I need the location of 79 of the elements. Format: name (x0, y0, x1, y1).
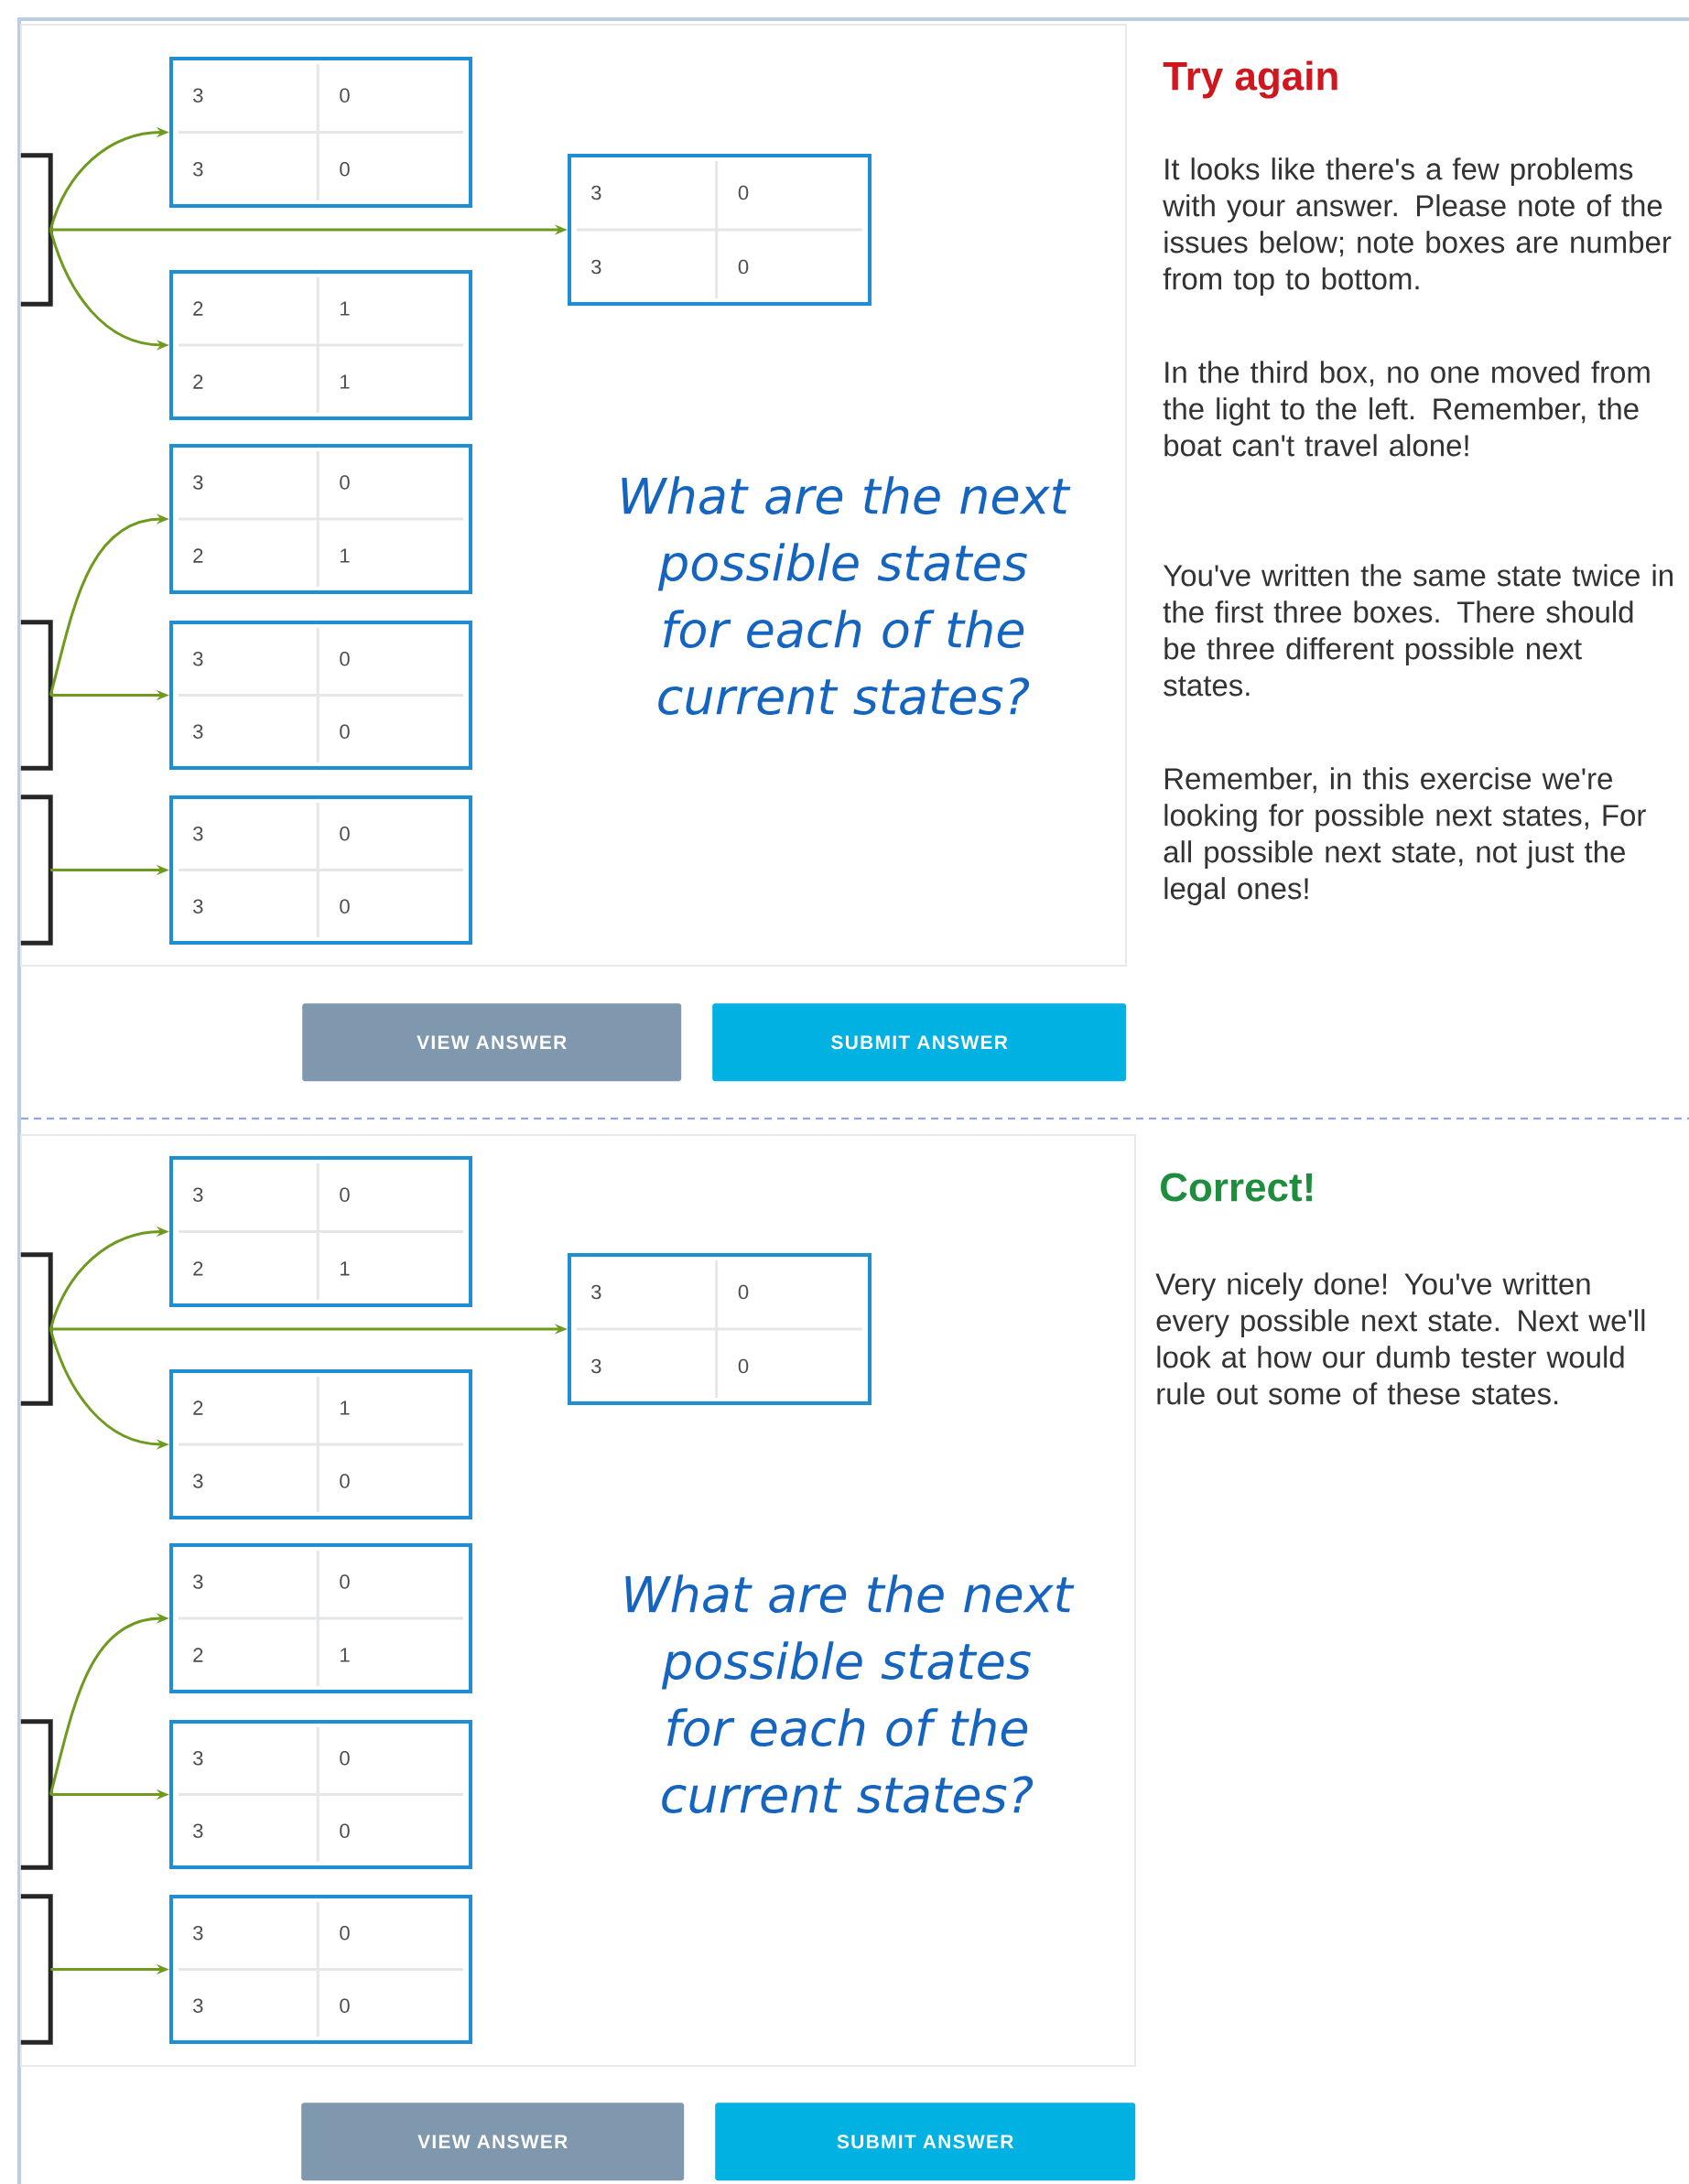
state-table (169, 270, 472, 420)
question-text: What are the next possible states for each of the current states? (622, 476, 1071, 715)
heading: Try again (1163, 60, 1337, 99)
cell-value: 3 (591, 185, 601, 200)
cell-value: 3 (193, 1926, 203, 1941)
cell-value: 0 (340, 899, 350, 914)
bracket (20, 795, 53, 946)
state-table (169, 795, 472, 945)
cell-value: 1 (341, 1400, 350, 1415)
cell-value: 3 (193, 899, 203, 914)
cell-value: 3 (591, 1284, 601, 1300)
cell-value: 0 (340, 1187, 350, 1202)
state-table (568, 1253, 872, 1405)
state-table (169, 57, 472, 208)
bracket (20, 153, 53, 307)
cell-value: 0 (738, 1358, 749, 1374)
state-table (169, 1720, 472, 1869)
feedback-text: It looks like there's a few problems with your answer. Please note of the issues below; note boxes are number from top to bottom. (1163, 157, 1672, 296)
cell-value: 2 (193, 1648, 203, 1662)
state-table (169, 1369, 472, 1519)
view-answer-button: VIEW ANSWER (301, 2103, 685, 2181)
cell-value: 1 (341, 548, 350, 563)
cell-value: 3 (193, 1574, 203, 1589)
cell-value: 1 (341, 374, 350, 389)
cell-value: 2 (193, 1261, 203, 1276)
cell-value: 3 (591, 1358, 601, 1374)
cell-value: 3 (193, 724, 203, 739)
cell-value: 0 (340, 1574, 350, 1589)
cell-value: 0 (340, 1998, 350, 2013)
cell-value: 0 (738, 185, 749, 200)
heading: Correct! (1161, 1173, 1313, 1202)
cell-value: 3 (193, 1751, 203, 1766)
cell-value: 3 (193, 475, 203, 490)
submit-answer-button: SUBMIT ANSWER (715, 2103, 1136, 2181)
cell-value: 0 (340, 162, 350, 177)
cell-value: 0 (738, 1284, 749, 1300)
cell-value: 2 (193, 1400, 203, 1415)
cell-value: 0 (340, 652, 350, 666)
state-table (169, 444, 472, 594)
cell-value: 3 (193, 162, 203, 177)
cell-value: 0 (340, 1926, 350, 1941)
cell-value: 0 (340, 475, 350, 490)
feedback-text: Remember, in this exercise we're looking for possible next states, For all possible next state, not just the legal ones! (1164, 767, 1646, 905)
cell-value: 0 (738, 259, 749, 275)
cell-value: 3 (591, 259, 601, 275)
state-table (568, 154, 872, 306)
bracket (20, 620, 53, 771)
view-answer-button: VIEW ANSWER (302, 1003, 682, 1082)
cell-value: 1 (341, 1648, 350, 1662)
submit-answer-button: SUBMIT ANSWER (712, 1003, 1127, 1082)
cell-value: 2 (193, 548, 203, 563)
cell-value: 3 (193, 652, 203, 666)
cell-value: 0 (340, 1474, 350, 1488)
state-table (169, 1895, 472, 2044)
feedback-text: You've written the same state twice in the first three boxes. There should be three different possible next states. (1163, 564, 1673, 697)
cell-value: 3 (193, 1187, 203, 1202)
state-table (169, 1156, 472, 1307)
cell-value: 1 (341, 301, 350, 316)
bracket (20, 1252, 53, 1406)
cell-value: 2 (193, 374, 203, 389)
cell-value: 3 (193, 827, 203, 841)
cell-value: 2 (193, 301, 203, 316)
bracket (20, 1894, 53, 2045)
cell-value: 0 (340, 88, 350, 103)
cell-value: 1 (341, 1261, 350, 1276)
feedback-text: Very nicely done! You've written every possible next state. Next we'll look at how our dumb tester would rule out some of these states. (1155, 1272, 1645, 1405)
bracket (20, 1719, 53, 1870)
cell-value: 0 (340, 1751, 350, 1766)
state-table (169, 621, 472, 770)
cell-value: 3 (193, 1998, 203, 2013)
state-table (169, 1543, 472, 1693)
cell-value: 0 (340, 724, 350, 739)
cell-value: 0 (340, 1823, 350, 1838)
cell-value: 3 (193, 88, 203, 103)
cell-value: 3 (193, 1474, 203, 1488)
question-text: What are the next possible states for each of the current states? (625, 1574, 1075, 1813)
cell-value: 3 (193, 1823, 203, 1838)
feedback-text: In the third box, no one moved from the light to the left. Remember, the boat can't travel alone! (1163, 361, 1650, 457)
cell-value: 0 (340, 827, 350, 841)
